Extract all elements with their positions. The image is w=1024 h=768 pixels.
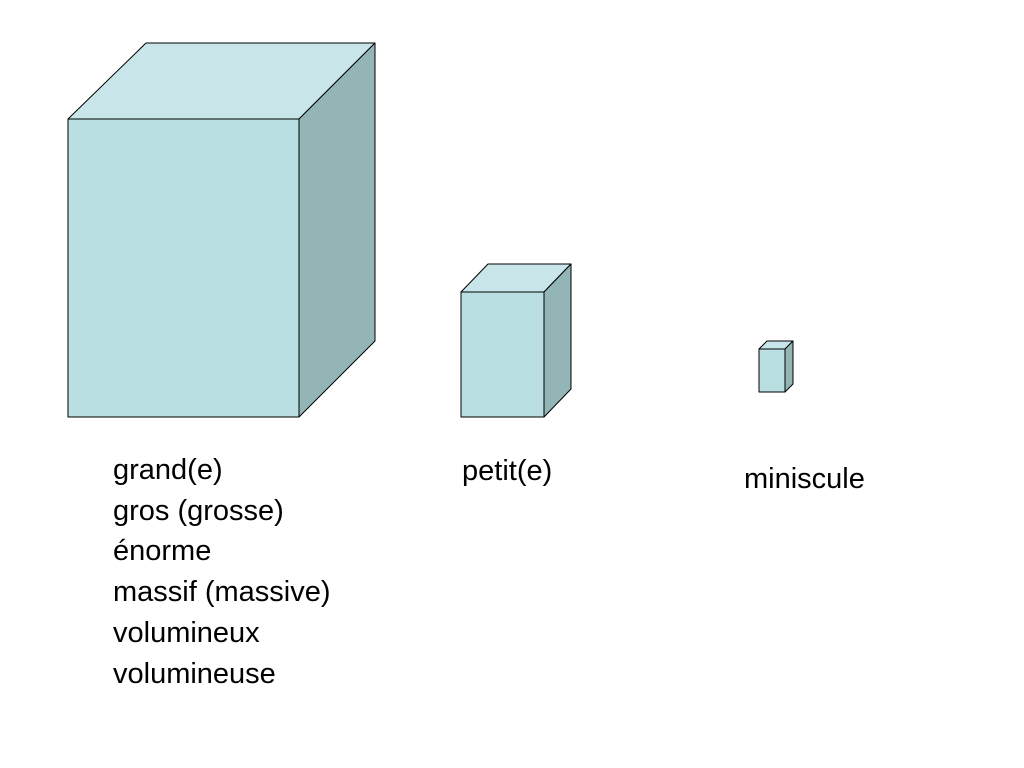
large-box-front-face <box>67 118 300 418</box>
large-label-2: gros (grosse) <box>113 494 284 527</box>
small-box-label: miniscule <box>744 459 865 500</box>
medium-label-1: petit(e) <box>462 455 553 487</box>
medium-box-front-face <box>460 291 545 418</box>
large-box <box>67 42 376 418</box>
large-label-5: volumineux <box>113 616 260 649</box>
medium-box-label: petit(e) <box>462 451 552 492</box>
large-label-4: massif (massive) <box>113 576 331 609</box>
small-box-front-face <box>758 348 786 393</box>
large-label-6: volumineuse <box>113 657 276 690</box>
large-label-1: grand(e) <box>113 454 223 486</box>
medium-box <box>460 263 572 418</box>
small-box-side-face <box>784 340 794 393</box>
large-label-3: énorme <box>113 535 212 568</box>
small-box <box>758 340 794 393</box>
small-label-1: miniscule <box>744 463 865 495</box>
large-box-labels: grand(e) gros (grosse) énorme massif (ma… <box>113 450 331 694</box>
